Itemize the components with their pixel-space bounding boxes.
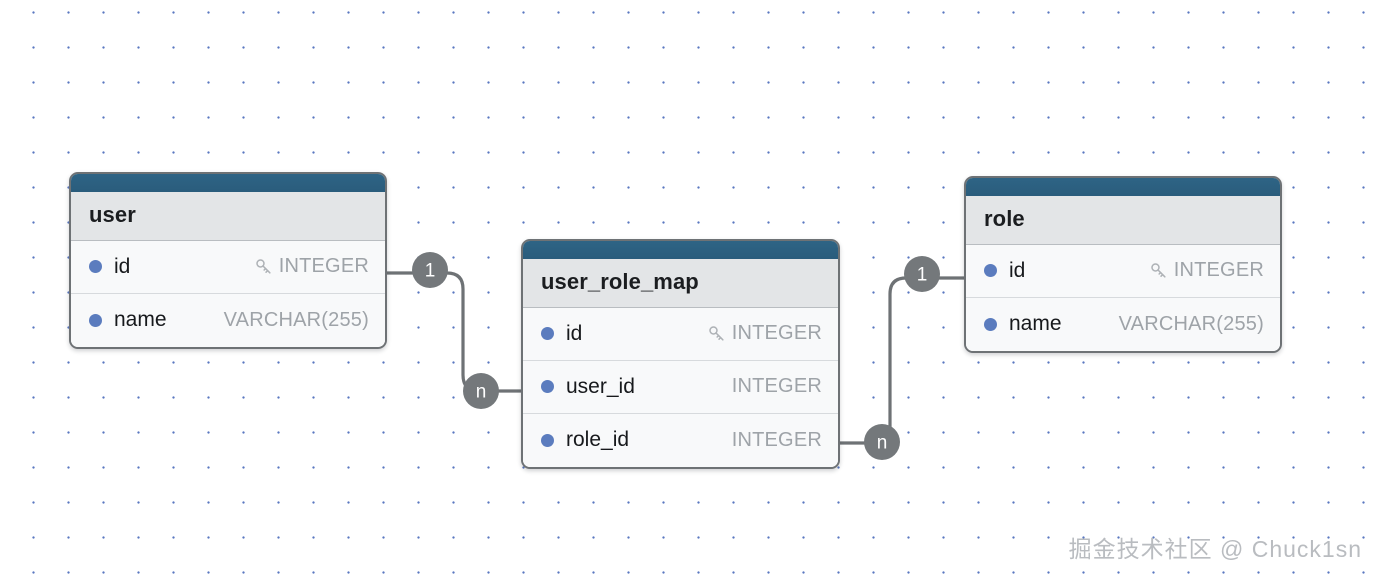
entity-accent-bar — [966, 178, 1280, 196]
entity-accent-bar — [71, 174, 385, 192]
field-meta: VARCHAR(255) — [224, 309, 369, 332]
relationship-line-role-user-role-map — [838, 276, 966, 445]
field-type: VARCHAR(255) — [223, 308, 369, 331]
field-bullet-icon — [541, 327, 554, 340]
entity-title: user — [89, 202, 136, 227]
field-name: id — [114, 254, 131, 278]
field-name: id — [566, 321, 583, 345]
field-name: user_id — [566, 374, 635, 398]
field-meta: INTEGER — [707, 322, 822, 345]
cardinality-badge-one-role: 1 — [904, 256, 940, 292]
field-row[interactable]: id INTEGER — [523, 307, 838, 361]
cardinality-badge-label: 1 — [425, 261, 436, 282]
field-meta: INTEGER — [732, 429, 822, 452]
cardinality-badge-label: n — [877, 433, 888, 454]
cardinality-badge-many-user-role-map-user-id: n — [463, 373, 499, 409]
field-row[interactable]: name VARCHAR(255) — [71, 293, 385, 347]
entity-title: user_role_map — [541, 269, 699, 294]
cardinality-badge-many-user-role-map-role-id: n — [864, 424, 900, 460]
field-row[interactable]: id INTEGER — [966, 244, 1280, 298]
cardinality-badge-label: 1 — [917, 265, 928, 286]
cardinality-badge-label: n — [476, 382, 487, 403]
field-row[interactable]: role_id INTEGER — [523, 413, 838, 467]
field-bullet-icon — [89, 260, 102, 273]
key-icon — [255, 259, 271, 274]
key-icon — [1150, 263, 1166, 278]
field-bullet-icon — [541, 433, 554, 447]
entity-title-bar: role — [966, 196, 1280, 245]
entity-table-user[interactable]: user id INTEGER name VARC — [69, 172, 387, 349]
field-row[interactable]: user_id INTEGER — [523, 360, 838, 414]
field-bullet-icon — [89, 313, 102, 327]
field-bullet-icon — [541, 380, 554, 393]
field-meta: INTEGER — [254, 255, 369, 278]
relationship-line-user-user-role-map — [384, 271, 523, 393]
field-row[interactable]: id INTEGER — [71, 240, 385, 294]
field-name: role_id — [566, 428, 630, 451]
field-bullet-icon — [984, 317, 997, 331]
field-meta: INTEGER — [1149, 259, 1264, 282]
field-type: VARCHAR(255) — [1118, 312, 1264, 335]
key-icon — [708, 326, 724, 341]
entity-table-user-role-map[interactable]: user_role_map id INTEGER user_id — [521, 239, 840, 469]
entity-title: role — [984, 206, 1025, 231]
field-name: name — [114, 308, 167, 331]
field-meta: INTEGER — [732, 375, 822, 398]
field-type: INTEGER — [278, 255, 369, 277]
field-type: INTEGER — [1173, 259, 1264, 281]
entity-title-bar: user_role_map — [523, 259, 838, 308]
entity-accent-bar — [523, 241, 838, 259]
field-name: id — [1009, 258, 1026, 282]
entity-title-bar: user — [71, 192, 385, 241]
cardinality-badge-one-user: 1 — [412, 252, 448, 288]
field-row[interactable]: name VARCHAR(255) — [966, 297, 1280, 351]
field-name: name — [1009, 312, 1062, 335]
field-type: INTEGER — [731, 375, 822, 397]
field-meta: VARCHAR(255) — [1119, 313, 1264, 336]
field-type: INTEGER — [731, 322, 822, 344]
watermark-text: 掘金技术社区 @ Chuck1sn — [1068, 536, 1362, 562]
field-bullet-icon — [984, 264, 997, 277]
entity-table-role[interactable]: role id INTEGER name VARC — [964, 176, 1282, 353]
field-type: INTEGER — [731, 428, 822, 451]
